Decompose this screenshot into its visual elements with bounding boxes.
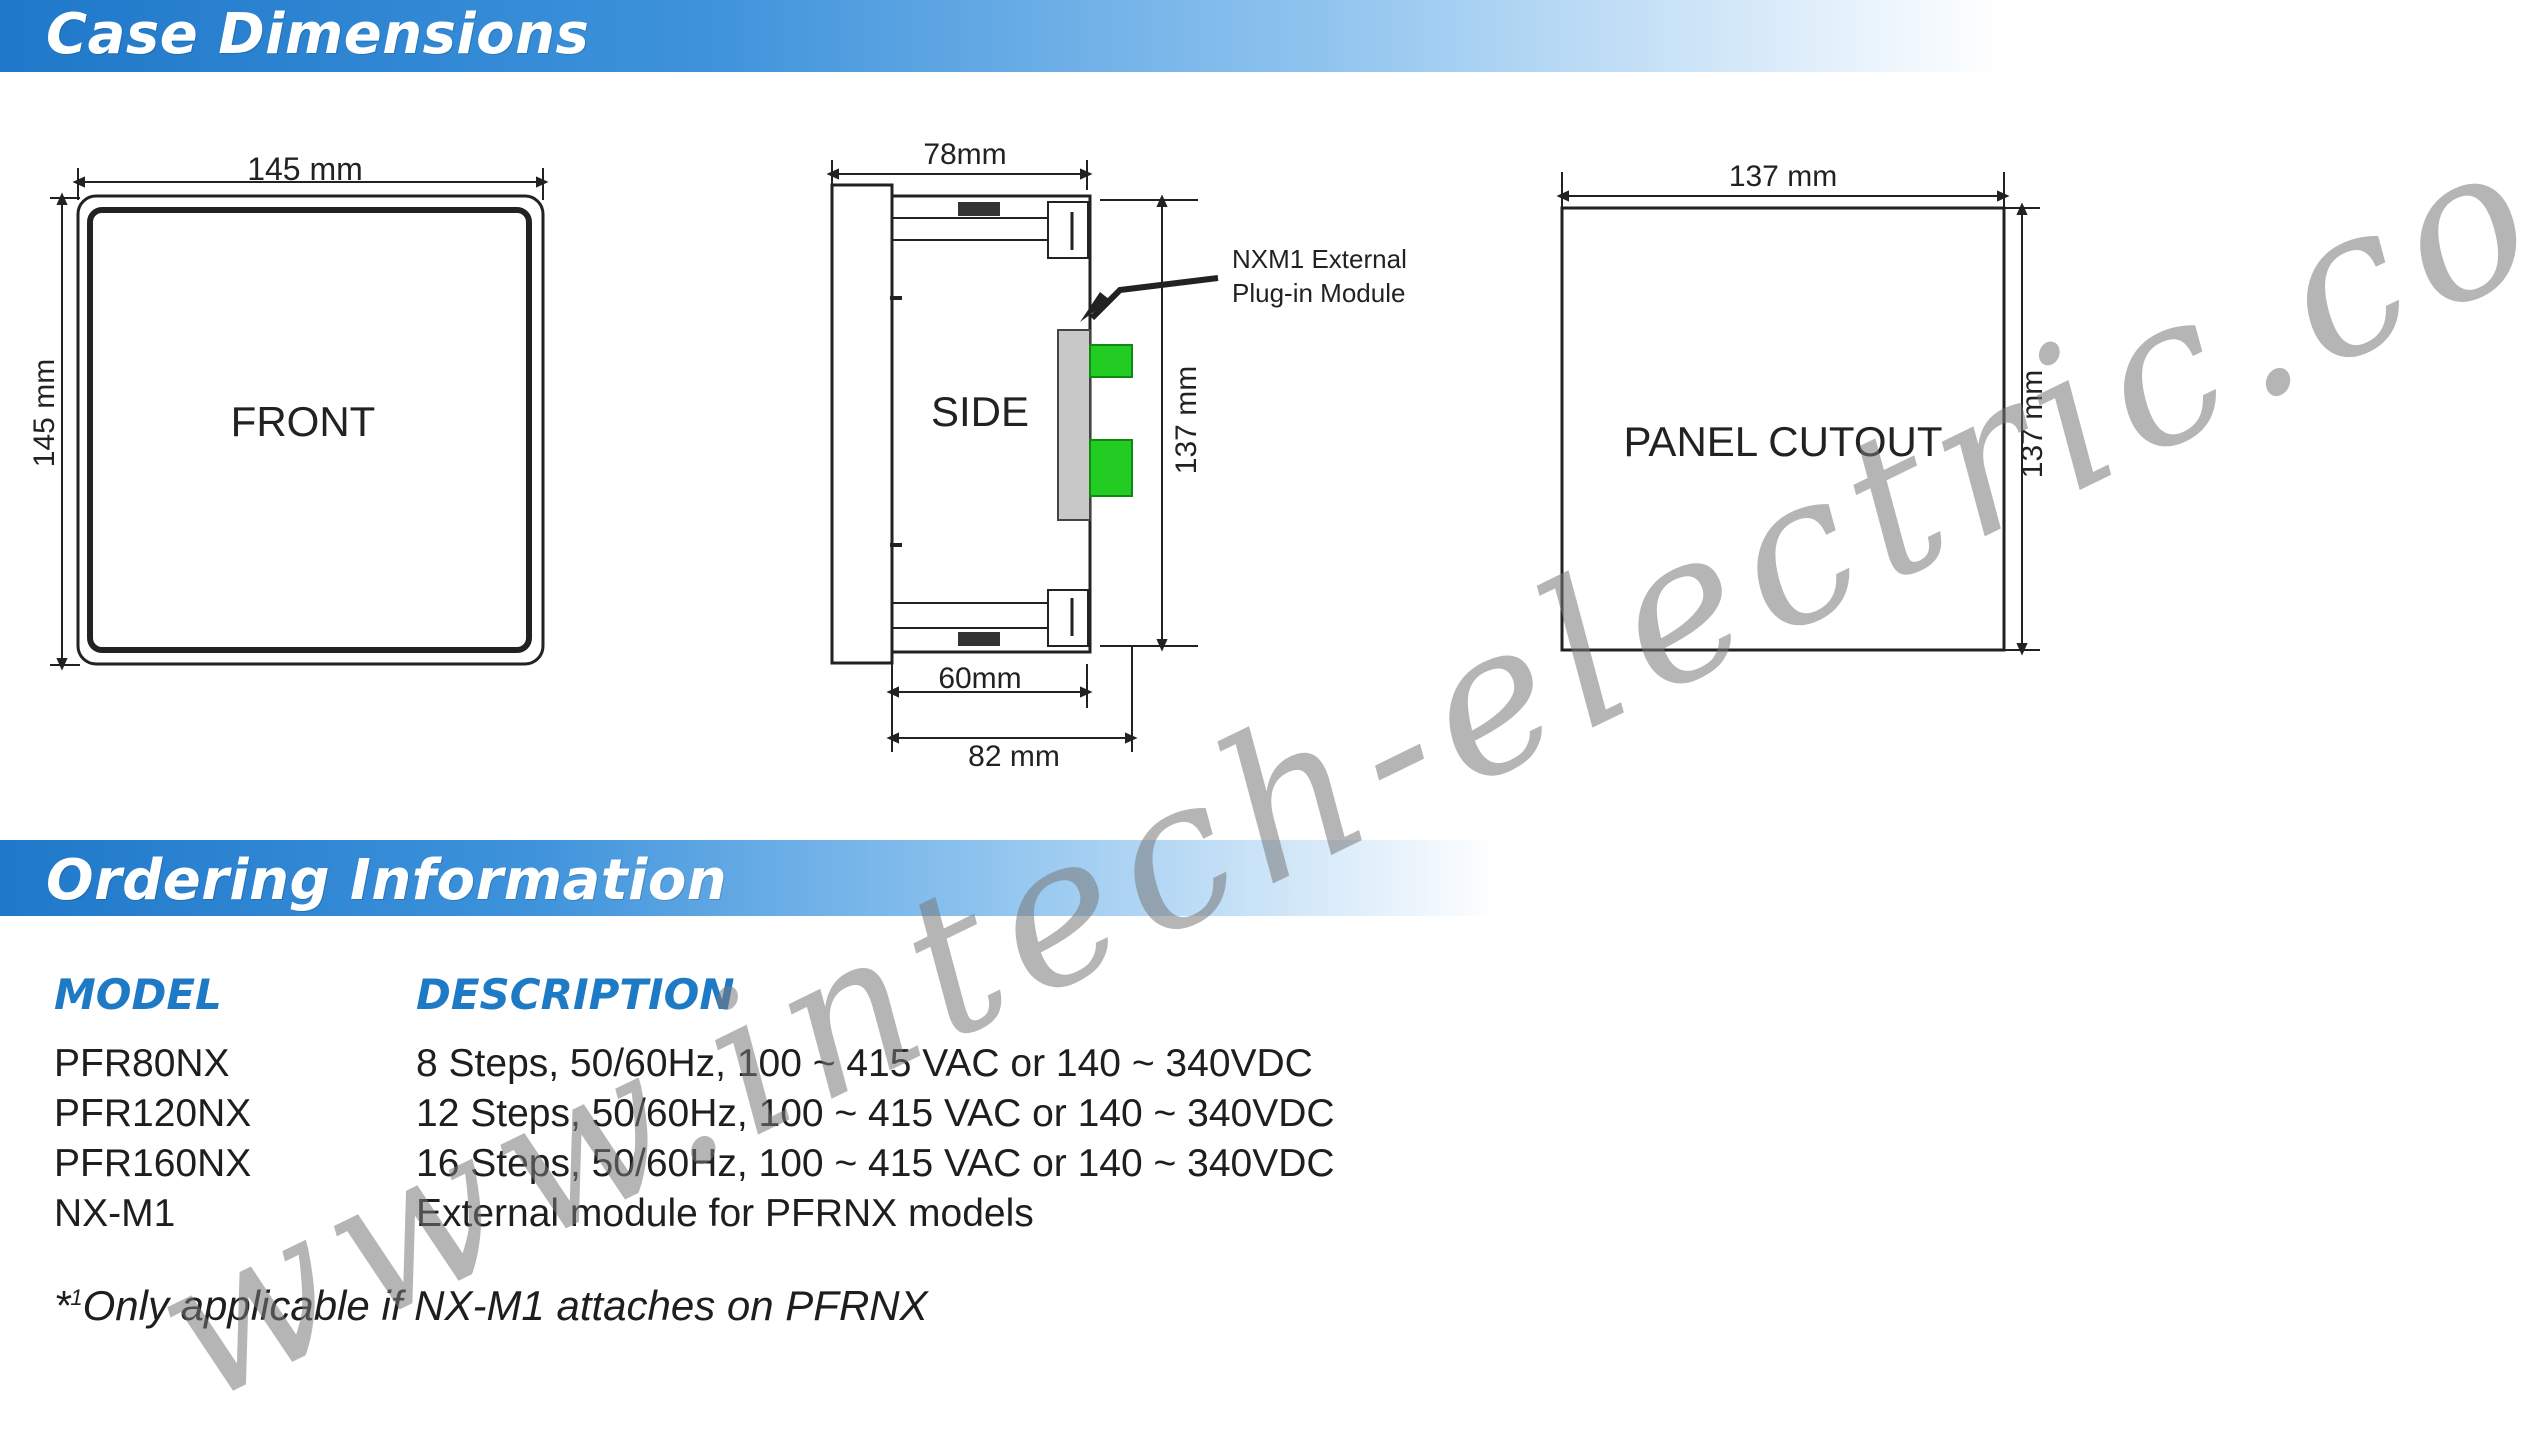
front-height-label: 145 mm: [28, 359, 61, 467]
table-header-description: DESCRIPTION: [416, 970, 735, 1019]
cutout-height-label: 137 mm: [2016, 370, 2049, 478]
panel-cutout-view: 137 mm PANEL CUTOUT 137 mm: [1556, 160, 2049, 656]
cutout-width-label: 137 mm: [1729, 160, 1837, 193]
row-description: 12 Steps, 50/60Hz, 100 ~ 415 VAC or 140 …: [416, 1092, 1335, 1135]
cutout-label: PANEL CUTOUT: [1624, 418, 1943, 465]
row-description: External module for PFRNX models: [416, 1192, 1034, 1235]
side-depth-total-label: 78mm: [923, 138, 1006, 171]
footnote-superscript: 1: [70, 1285, 83, 1310]
row-description: 8 Steps, 50/60Hz, 100 ~ 415 VAC or 140 ~…: [416, 1042, 1313, 1085]
module-connector-bottom: [1089, 439, 1133, 497]
row-model: NX-M1: [54, 1192, 176, 1235]
row-model: PFR80NX: [54, 1042, 230, 1085]
side-view: 78mm SIDE NXM1 External Plug-in Module 1…: [826, 138, 1407, 773]
footnote: *1Only applicable if NX-M1 attaches on P…: [54, 1282, 928, 1330]
dimension-diagrams: 145 mm 145 mm FRONT 78mm SIDE: [28, 138, 2049, 773]
footnote-marker: *: [54, 1282, 71, 1329]
case-dimensions-banner: Case Dimensions: [0, 0, 2000, 72]
row-model: PFR120NX: [54, 1092, 252, 1135]
front-label: FRONT: [231, 398, 376, 445]
side-callout-line2: Plug-in Module: [1232, 278, 1405, 308]
side-height-label: 137 mm: [1170, 366, 1203, 474]
ordering-information-banner: Ordering Information: [0, 840, 1500, 916]
row-model: PFR160NX: [54, 1142, 252, 1185]
front-width-label: 145 mm: [247, 151, 363, 187]
table-header-model: MODEL: [54, 970, 222, 1019]
side-depth-module-label: 82 mm: [968, 740, 1060, 773]
front-view: 145 mm 145 mm FRONT: [28, 151, 549, 671]
side-depth-body-label: 60mm: [938, 662, 1021, 695]
side-callout-line1: NXM1 External: [1232, 244, 1407, 274]
ordering-information-title: Ordering Information: [46, 848, 728, 913]
module-connector-top: [1089, 344, 1133, 378]
case-dimensions-title: Case Dimensions: [46, 2, 590, 67]
row-description: 16 Steps, 50/60Hz, 100 ~ 415 VAC or 140 …: [416, 1142, 1335, 1185]
side-label: SIDE: [931, 388, 1029, 435]
footnote-text: Only applicable if NX-M1 attaches on PFR…: [82, 1282, 928, 1329]
